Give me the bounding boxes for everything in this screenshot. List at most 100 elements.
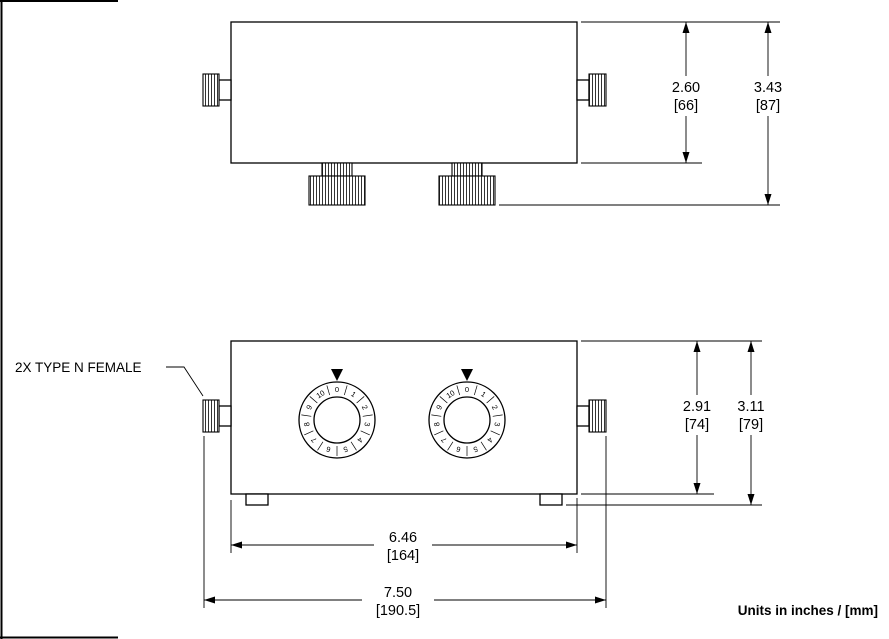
- arrowhead-right: [566, 541, 577, 549]
- dial-tick: [350, 441, 357, 451]
- dim-front-height: 2.91 [74]: [674, 341, 720, 494]
- connector-neck: [576, 79, 590, 101]
- dim-top-height: 2.60 [66]: [663, 22, 709, 163]
- dial-digit: 9: [304, 404, 314, 412]
- dial-digit: 1: [349, 389, 357, 399]
- dim-top-overall: 3.43 [87]: [745, 22, 791, 205]
- dial-tick: [317, 441, 324, 451]
- dial-digit: 7: [309, 435, 319, 444]
- dial-tick: [431, 414, 442, 417]
- dial-digit: 6: [325, 444, 332, 454]
- dim-front-height-inches: 2.91: [683, 399, 711, 415]
- dim-top-overall-inches: 3.43: [754, 80, 782, 96]
- dial-tick: [362, 414, 373, 417]
- top-view-connector-left: [202, 73, 232, 107]
- dim-overall-width-mm: [190.5]: [376, 603, 420, 619]
- dim-top-height-inches: 2.60: [672, 80, 700, 96]
- dial-tick: [343, 385, 348, 396]
- dial-pointer-icon: [461, 369, 473, 381]
- dim-front-overall-height-mm: [79]: [739, 417, 763, 433]
- dial-digit: 1: [479, 389, 487, 399]
- dial-tick: [447, 441, 454, 451]
- connector-coupling-nut: [588, 73, 607, 107]
- drawing-frame-border: [0, 0, 118, 639]
- dial-tick: [360, 430, 370, 436]
- dial-digit: 9: [434, 404, 444, 412]
- dial-digit: 7: [439, 435, 449, 444]
- dial-digit: 6: [455, 444, 462, 454]
- dial-tick: [439, 396, 448, 404]
- connector-coupling-nut: [202, 399, 220, 433]
- dial-tick: [434, 430, 444, 436]
- dial-tick: [490, 430, 500, 436]
- arrowhead-down: [747, 494, 755, 505]
- arrowhead-right: [595, 596, 606, 604]
- dial-digit: 8: [302, 422, 312, 427]
- front-view-body: [230, 340, 578, 495]
- dial-digit: 3: [492, 422, 502, 427]
- arrowhead-left: [231, 541, 242, 549]
- dial-tick: [456, 385, 461, 396]
- dial-digit: 2: [360, 404, 370, 412]
- arrowhead-up: [693, 341, 701, 352]
- dim-overall-width-inches: 7.50: [384, 585, 412, 601]
- dial-tick: [356, 396, 365, 404]
- connector-coupling-nut: [202, 73, 220, 107]
- dial-tick: [492, 414, 503, 417]
- arrowhead-down: [693, 483, 701, 494]
- knob-knurled-grip: [308, 175, 366, 206]
- arrowhead-up: [747, 341, 755, 352]
- knob-right-top-view: [438, 162, 496, 206]
- dim-front-height-mm: [74]: [685, 417, 709, 433]
- front-view-connector-left: [202, 399, 232, 433]
- front-view: 2.91 [74] 3.11 [79] 6.46 [164] 7.50 [1: [15, 340, 774, 620]
- dial-digit: 4: [485, 435, 495, 444]
- dial-inner-knob: [313, 396, 361, 444]
- dim-overall-width: 7.50 [190.5]: [204, 582, 606, 620]
- dim-top-overall-mm: [87]: [756, 98, 780, 114]
- arrowhead-down: [764, 194, 772, 205]
- knob-knurled-grip: [438, 175, 496, 206]
- top-view-body: [230, 21, 578, 164]
- dim-front-overall-height-inches: 3.11: [737, 399, 764, 415]
- leader-line: [166, 366, 204, 397]
- dial-digit: 10: [315, 388, 327, 400]
- front-view-connector-right: [576, 399, 607, 433]
- dim-body-width: 6.46 [164]: [231, 527, 577, 565]
- knob-left-top-view: [308, 162, 366, 206]
- top-view-extension-lines: [499, 21, 780, 206]
- arrowhead-up: [682, 22, 690, 33]
- dial-inner-knob: [443, 396, 491, 444]
- dial-digit: 10: [445, 388, 457, 400]
- dim-top-height-mm: [66]: [674, 98, 698, 114]
- connector-coupling-nut: [588, 399, 607, 433]
- knob-collar: [321, 162, 353, 177]
- dial-digit: 8: [432, 422, 442, 427]
- dial-tick: [326, 385, 331, 396]
- dial-digit: 0: [335, 385, 339, 394]
- dial-tick: [309, 396, 318, 404]
- arrowhead-up: [764, 22, 772, 33]
- arrowhead-left: [204, 596, 215, 604]
- dial-tick: [304, 430, 314, 436]
- connector-callout: 2X TYPE N FEMALE: [15, 360, 204, 397]
- dim-body-width-inches: 6.46: [389, 530, 417, 546]
- dim-front-overall-height: 3.11 [79]: [728, 341, 774, 505]
- connector-neck: [218, 79, 232, 101]
- dial-tick: [486, 396, 495, 404]
- top-view-connector-right: [576, 73, 607, 107]
- connector-neck: [218, 405, 232, 427]
- connector-label: 2X TYPE N FEMALE: [15, 360, 142, 375]
- units-note: Units in inches / [mm]: [738, 603, 878, 618]
- arrowhead-down: [682, 152, 690, 163]
- dial-tick: [480, 441, 487, 451]
- dial-digit: 2: [490, 404, 500, 412]
- knob-collar: [451, 162, 483, 177]
- dial-digit: 5: [342, 444, 349, 454]
